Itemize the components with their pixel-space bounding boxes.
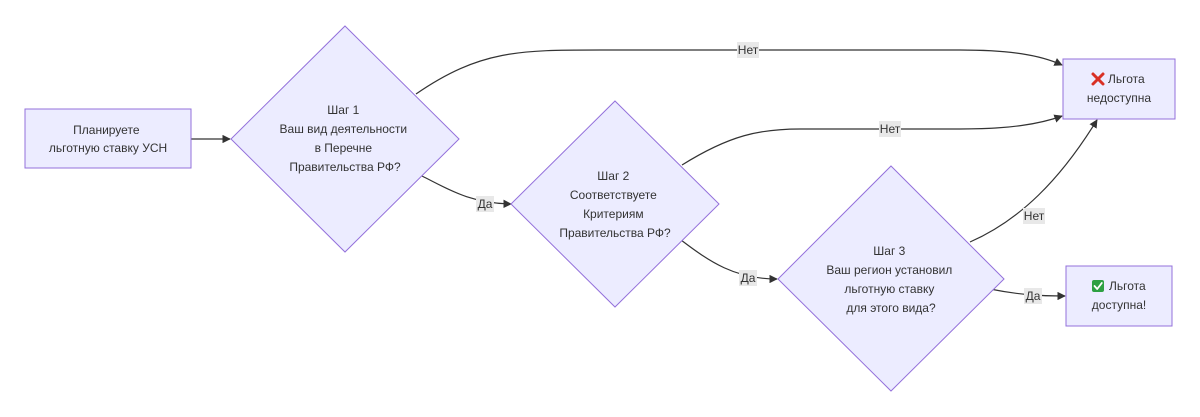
node-step1-line: в Перечне [315, 141, 373, 155]
node-denied: Льгота недоступна [1062, 58, 1176, 120]
node-granted: Льгота доступна! [1065, 265, 1173, 327]
edge-label-no3: Нет [1023, 208, 1045, 224]
cross-mark-icon [1091, 72, 1105, 86]
edge-label-yes1: Да [476, 196, 494, 212]
node-granted-line2: доступна! [1092, 298, 1146, 312]
node-step2-text: Шаг 2 Соответствуете Критериям Правитель… [559, 169, 671, 240]
edge-label-no2-text: Нет [880, 122, 901, 136]
edge-step3-to-denied-no [969, 119, 1098, 243]
node-step2-line: Правительства РФ? [559, 226, 671, 240]
edge-label-yes2-text: Да [741, 271, 756, 285]
node-step1-line: Шаг 1 [327, 103, 359, 117]
node-denied-line1: Льгота [1108, 72, 1145, 86]
edge-label-no1: Нет [737, 42, 759, 58]
node-step1-text: Шаг 1 Ваш вид деятельности в Перечне Пра… [280, 103, 411, 174]
check-mark-icon [1092, 280, 1104, 292]
node-step3-line: Шаг 3 [873, 244, 905, 258]
edge-step1-to-step2-yes [421, 175, 512, 209]
node-step3-text: Шаг 3 Ваш регион установил льготную став… [826, 244, 955, 315]
edge-step1-to-denied-no [415, 49, 1063, 95]
edge-label-yes2: Да [739, 270, 757, 286]
edge-step2-to-denied-no [681, 114, 1063, 166]
edge-label-yes3-text: Да [1026, 289, 1041, 303]
node-step1-line: Ваш вид деятельности [280, 122, 408, 136]
node-step3-line: льготную ставку [844, 282, 934, 296]
node-granted-line1: Льгота [1109, 279, 1146, 293]
node-step1-line: Правительства РФ? [289, 160, 401, 174]
node-start: Планируете льготную ставку УСН [24, 108, 192, 169]
edge-label-no3-text: Нет [1024, 209, 1045, 223]
edge-label-no2: Нет [879, 121, 901, 137]
node-step2-line: Соответствуете [570, 188, 657, 202]
node-step2-line: Шаг 2 [597, 169, 629, 183]
edge-label-no1-text: Нет [738, 43, 759, 57]
node-step3-line: Ваш регион установил [826, 263, 952, 277]
edge-label-yes3: Да [1024, 288, 1042, 304]
node-start-line: льготную ставку УСН [49, 141, 167, 155]
edge-label-yes1-text: Да [478, 197, 493, 211]
node-denied-line2: недоступна [1087, 91, 1151, 105]
node-start-text: Планируете льготную ставку УСН [49, 123, 167, 155]
edge-labels: Да Да Да Нет Нет Нет [476, 42, 1045, 304]
node-start-line: Планируете [73, 123, 140, 137]
node-step3-diamond: Шаг 3 Ваш регион установил льготную став… [777, 165, 1005, 392]
node-step2-line: Критериям [583, 207, 644, 221]
edges [191, 49, 1098, 301]
edge-step2-to-step3-yes [680, 239, 778, 284]
node-step1-diamond: Шаг 1 Ваш вид деятельности в Перечне Пра… [230, 25, 460, 253]
node-step3-line: для этого вида? [846, 301, 936, 315]
node-step2-diamond: Шаг 2 Соответствуете Критериям Правитель… [510, 100, 720, 308]
